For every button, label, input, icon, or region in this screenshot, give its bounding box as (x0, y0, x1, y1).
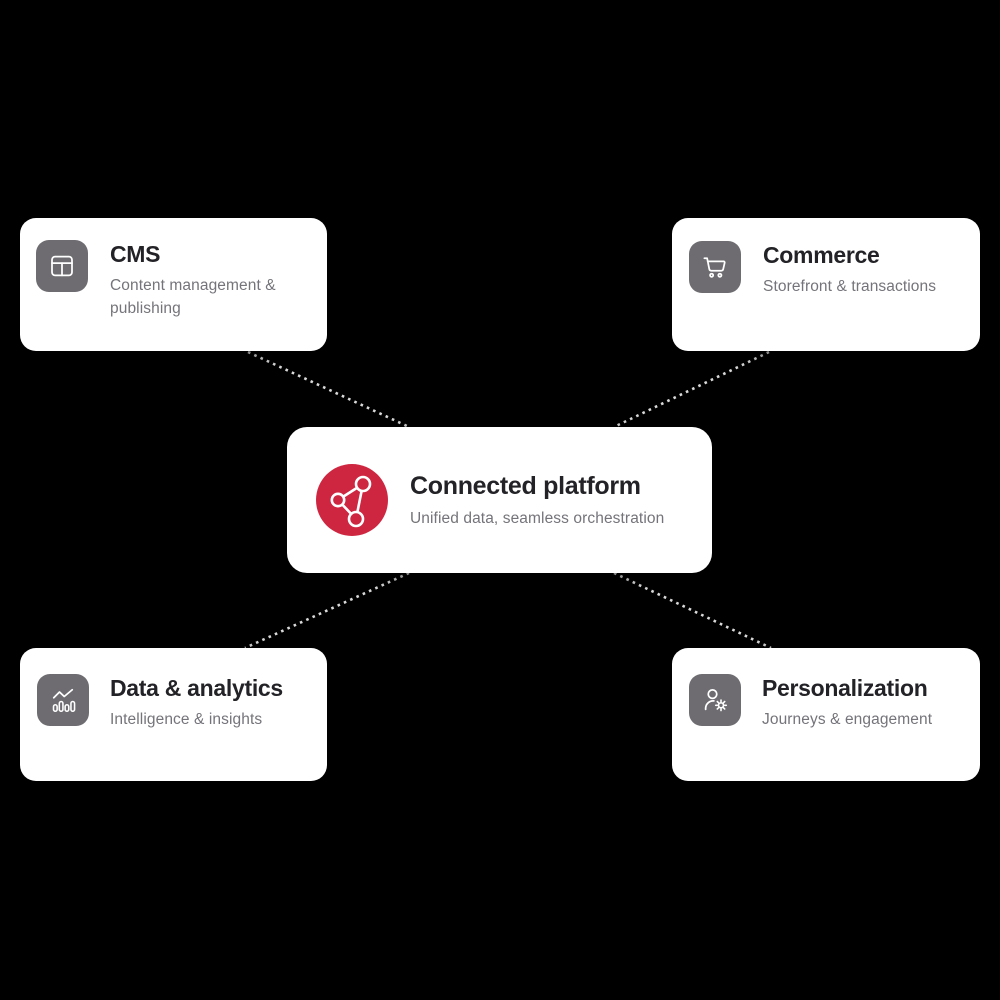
cms-subtitle: Content management & publishing (110, 277, 276, 317)
commerce-title: Commerce (763, 242, 880, 268)
cms-texts: CMS Content management & publishing (110, 240, 311, 320)
user-gear-icon (704, 689, 728, 712)
node-card-commerce: Commerce Storefront & transactions (672, 218, 980, 351)
data-analytics-icon-tile (37, 674, 89, 726)
data-analytics-texts: Data & analytics Intelligence & insights (110, 674, 283, 731)
connected-platform-subtitle: Unified data, seamless orchestration (410, 509, 665, 527)
connected-platform-title: Connected platform (410, 471, 641, 500)
connected-platform-icon-badge (316, 464, 388, 536)
connector-commerce-center (613, 350, 770, 429)
cms-title: CMS (110, 241, 161, 267)
personalization-title: Personalization (762, 675, 928, 701)
commerce-icon-tile (689, 241, 741, 293)
bar-chart-icon (52, 688, 76, 713)
cart-icon (703, 257, 726, 278)
commerce-subtitle: Storefront & transactions (763, 278, 937, 295)
node-card-connected-platform: Connected platform Unified data, seamles… (287, 427, 712, 573)
connected-platform-texts: Connected platform Unified data, seamles… (410, 471, 664, 530)
connector-center-personalization (613, 571, 772, 650)
data-analytics-subtitle: Intelligence & insights (110, 711, 263, 728)
personalization-texts: Personalization Journeys & engagement (762, 674, 932, 731)
commerce-texts: Commerce Storefront & transactions (763, 241, 936, 298)
connector-cms-center (247, 350, 410, 429)
cms-icon-tile (36, 240, 88, 292)
layout-icon (51, 255, 73, 277)
personalization-icon-tile (689, 674, 741, 726)
node-card-cms: CMS Content management & publishing (20, 218, 327, 351)
node-card-data-analytics: Data & analytics Intelligence & insights (20, 648, 327, 781)
personalization-subtitle: Journeys & engagement (762, 711, 933, 728)
node-card-personalization: Personalization Journeys & engagement (672, 648, 980, 781)
connector-center-data (244, 571, 410, 650)
network-icon (330, 475, 372, 528)
data-analytics-title: Data & analytics (110, 675, 283, 701)
